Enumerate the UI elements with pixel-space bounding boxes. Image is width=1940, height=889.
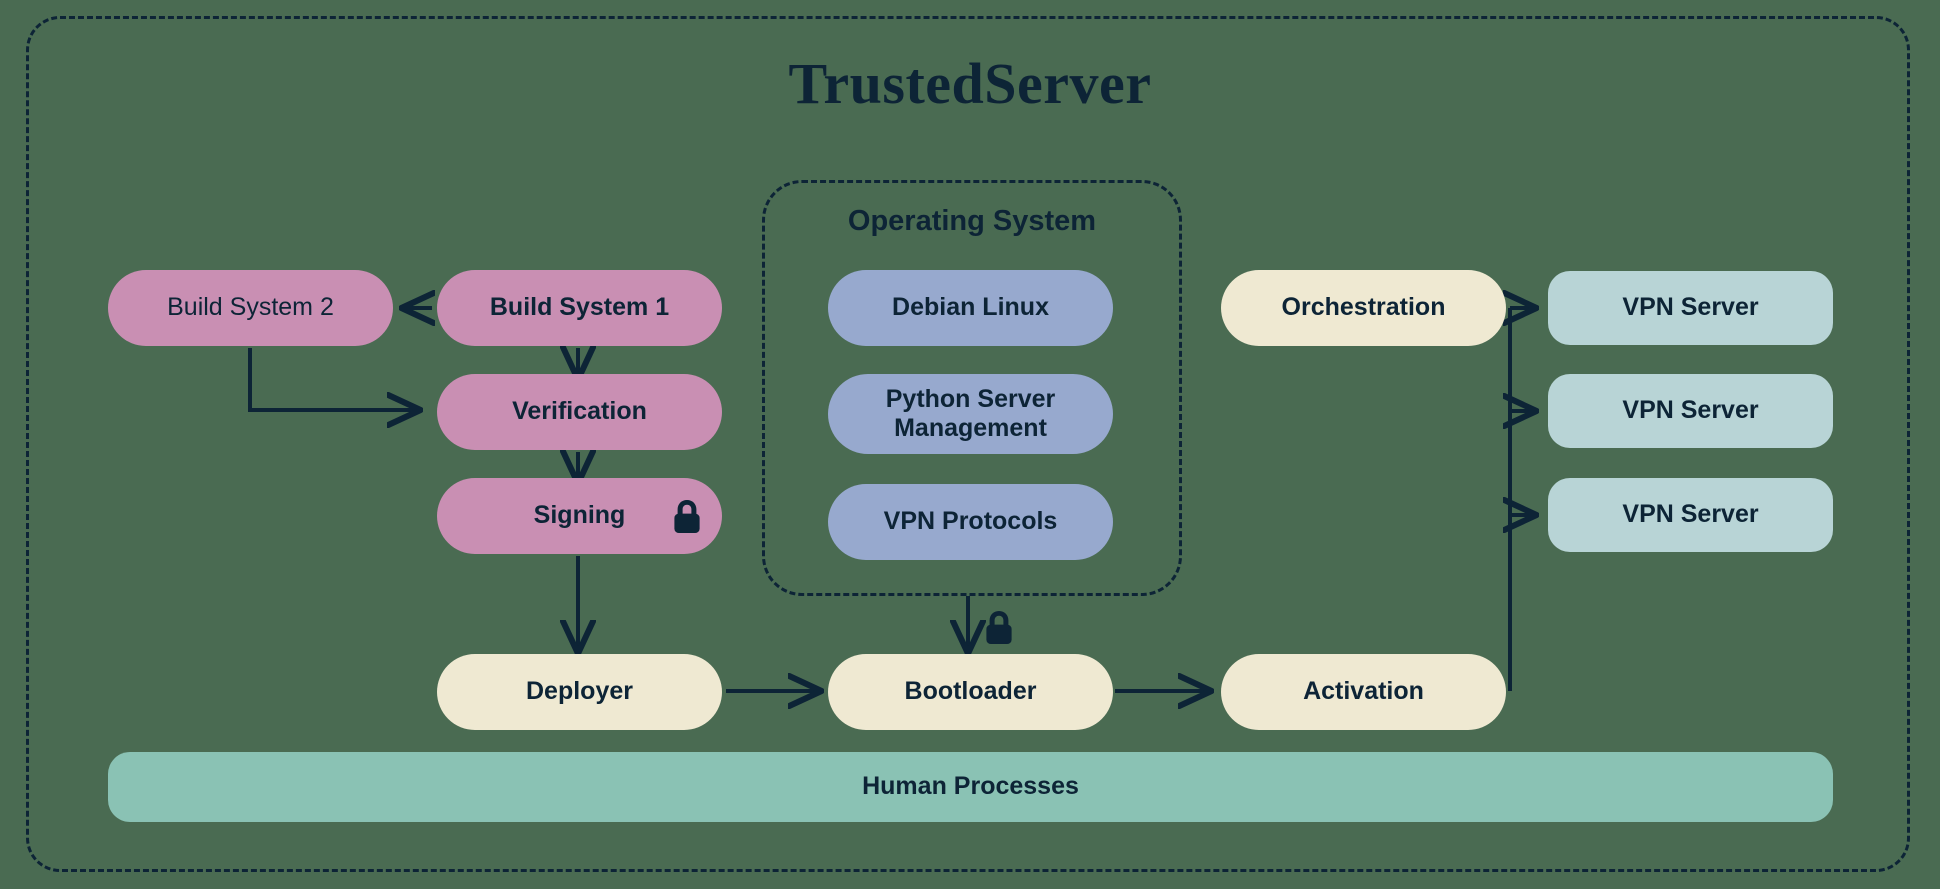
node-bootloader[interactable]: Bootloader	[828, 654, 1113, 730]
node-debian-linux-label: Debian Linux	[892, 293, 1049, 322]
node-vpn-server-3[interactable]: VPN Server	[1548, 478, 1833, 552]
node-activation[interactable]: Activation	[1221, 654, 1506, 730]
node-build-system-1-label: Build System 1	[489, 293, 670, 322]
node-verification[interactable]: Verification	[437, 374, 722, 450]
node-signing[interactable]: Signing	[437, 478, 722, 554]
group-operating-system-label: Operating System	[847, 205, 1097, 237]
lock-icon-bootloader-edge	[986, 611, 1012, 644]
trusted-server-boundary	[26, 16, 1910, 872]
node-build-system-2-label: Build System 2	[167, 293, 334, 322]
node-build-system-1[interactable]: Build System 1	[437, 270, 722, 346]
node-activation-label: Activation	[1303, 677, 1424, 706]
node-vpn-server-2[interactable]: VPN Server	[1548, 374, 1833, 448]
node-verification-label: Verification	[512, 397, 647, 426]
node-human-processes[interactable]: Human Processes	[108, 752, 1833, 822]
node-build-system-2[interactable]: Build System 2	[108, 270, 393, 346]
node-orchestration[interactable]: Orchestration	[1221, 270, 1506, 346]
node-vpn-server-1-label: VPN Server	[1622, 293, 1759, 322]
node-bootloader-label: Bootloader	[904, 677, 1037, 706]
node-vpn-protocols[interactable]: VPN Protocols	[828, 484, 1113, 560]
node-vpn-protocols-label: VPN Protocols	[883, 507, 1058, 536]
node-signing-label: Signing	[533, 501, 626, 530]
node-vpn-server-2-label: VPN Server	[1622, 396, 1759, 425]
node-python-server-management[interactable]: Python Server Management	[828, 374, 1113, 454]
node-python-server-management-label: Python Server Management	[885, 384, 1056, 443]
node-deployer-label: Deployer	[526, 677, 633, 706]
node-orchestration-label: Orchestration	[1281, 293, 1446, 322]
node-vpn-server-3-label: VPN Server	[1622, 500, 1759, 529]
lock-icon	[674, 500, 700, 533]
node-human-processes-label: Human Processes	[862, 772, 1079, 801]
page-title: TrustedServer	[788, 51, 1152, 116]
group-operating-system	[762, 180, 1182, 596]
node-debian-linux[interactable]: Debian Linux	[828, 270, 1113, 346]
node-vpn-server-1[interactable]: VPN Server	[1548, 271, 1833, 345]
node-deployer[interactable]: Deployer	[437, 654, 722, 730]
